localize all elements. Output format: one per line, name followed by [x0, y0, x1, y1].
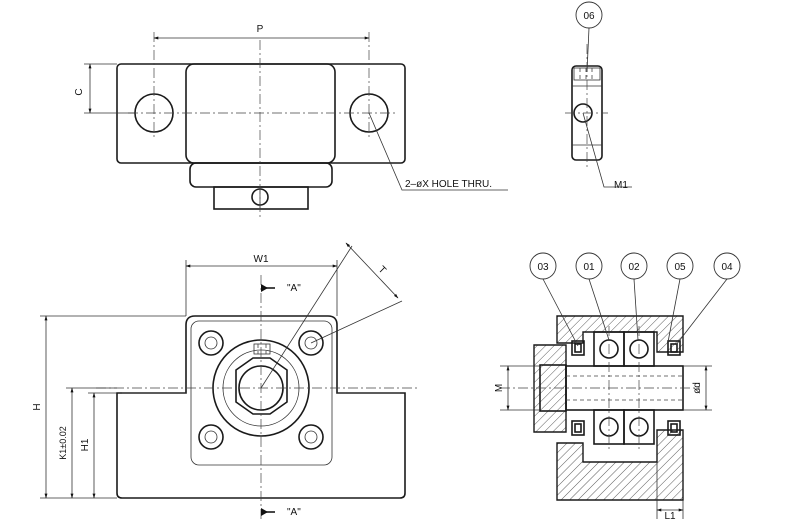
- section-view: [500, 278, 728, 519]
- dim-c-label: C: [74, 88, 85, 95]
- balloon-02-label: 02: [628, 262, 640, 273]
- dim-t-label: T: [376, 264, 388, 276]
- dim-p-label: P: [257, 24, 264, 35]
- balloon-01-label: 01: [583, 262, 595, 273]
- top-view: [84, 32, 508, 218]
- balloon-03: [529, 252, 557, 280]
- balloon-01: [575, 252, 603, 280]
- balloon-02: [620, 252, 648, 280]
- dim-d-label: ød: [692, 382, 703, 394]
- front-view: [40, 242, 420, 519]
- dim-w1-label: W1: [254, 254, 269, 265]
- dim-m-label: M: [494, 384, 505, 392]
- section-a-top-label: "A": [287, 283, 301, 294]
- hole-note: 2–øX HOLE THRU.: [405, 179, 492, 190]
- balloon-04-label: 04: [721, 262, 733, 273]
- dim-h1-label: H1: [80, 438, 91, 451]
- balloon-06: [575, 1, 603, 29]
- dim-h-label: H: [32, 403, 43, 410]
- balloon-06-label: 06: [583, 11, 595, 22]
- dim-k1-label: K1±0.02: [58, 426, 68, 459]
- balloon-04: [713, 252, 741, 280]
- side-view-nut: [565, 27, 632, 188]
- section-a-bottom-label: "A": [287, 507, 301, 518]
- dim-l1-label: L1: [664, 511, 676, 519]
- balloon-03-label: 03: [537, 262, 549, 273]
- balloon-05-label: 05: [674, 262, 686, 273]
- balloon-05: [666, 252, 694, 280]
- dim-m1-label: M1: [614, 180, 628, 191]
